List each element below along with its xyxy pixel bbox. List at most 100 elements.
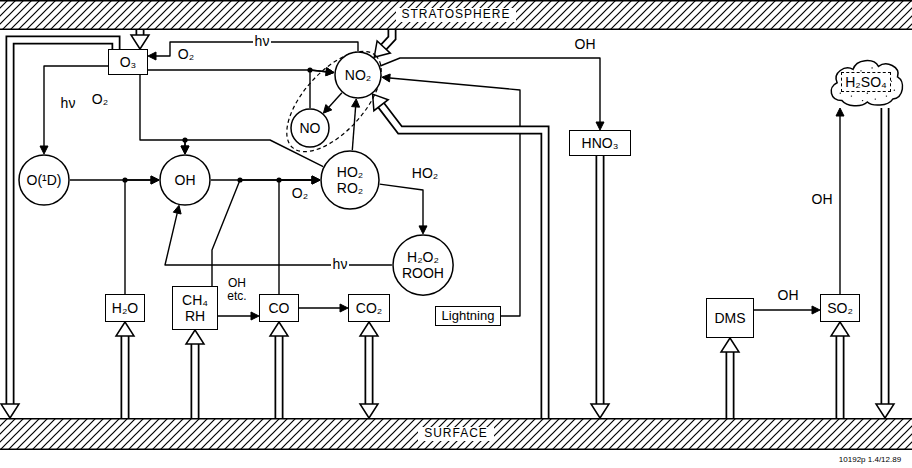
- species-circle: NO: [290, 108, 330, 148]
- arrow-outline: [365, 336, 374, 404]
- reaction-arrow: [836, 108, 844, 294]
- arrow-outline: [275, 336, 284, 418]
- flux-arrow: [591, 156, 609, 418]
- species-box: H₂O: [105, 294, 145, 322]
- arrow-outline: [596, 156, 605, 404]
- arrow-outline: [726, 352, 735, 418]
- reactant-label: O₂: [176, 47, 196, 62]
- reactant-label: O₂: [90, 92, 110, 107]
- species-box: CO: [259, 294, 299, 322]
- arrow-head: [181, 146, 189, 154]
- arrow-head: [876, 404, 894, 418]
- arrow-line: [212, 180, 312, 286]
- arrow-head: [148, 52, 156, 60]
- species-name: Lightning: [442, 309, 495, 324]
- arrow-line: [352, 107, 355, 150]
- arrow-head: [419, 226, 427, 234]
- flux-arrow: [374, 30, 392, 57]
- nox-group-outline: [270, 35, 398, 167]
- arrow-head: [326, 68, 334, 76]
- reaction-arrow: [125, 176, 159, 294]
- arrow-line: [140, 75, 185, 146]
- species-name: SO₂: [827, 300, 853, 316]
- species-box: Lightning: [435, 306, 501, 327]
- arrow-outline: [191, 344, 200, 418]
- arrow-head: [151, 176, 159, 184]
- species-circle: H₂O₂ ROOH: [392, 234, 454, 296]
- arrow-head: [270, 322, 288, 336]
- flux-arrow: [1, 40, 116, 418]
- species-name: O₃: [120, 54, 137, 70]
- arrow-core: [122, 336, 128, 418]
- arrow-line: [380, 58, 600, 122]
- reaction-label: O₂: [290, 186, 310, 201]
- flux-arrow: [116, 322, 134, 418]
- arrow-line: [148, 70, 326, 72]
- reaction-label: OH: [810, 192, 835, 207]
- reaction-label: hν: [331, 257, 350, 272]
- arrow-line: [279, 180, 312, 294]
- arrow-core: [727, 352, 733, 418]
- arrow-outline: [10, 40, 116, 404]
- arrow-core: [837, 336, 843, 418]
- arrow-line: [165, 213, 392, 265]
- arrow-core: [381, 105, 545, 418]
- arrow-line: [380, 184, 423, 226]
- arrow-head: [831, 322, 849, 336]
- band-name: SURFACE: [418, 427, 494, 441]
- arrow-head: [382, 74, 390, 82]
- arrow-outline: [881, 108, 890, 404]
- flux-arrow: [360, 322, 378, 418]
- arrow-head: [116, 322, 134, 336]
- flux-arrow: [721, 338, 739, 418]
- arrow-line: [310, 70, 326, 108]
- arrow-head: [812, 306, 820, 314]
- species-name: H₂O₂ ROOH: [400, 249, 446, 281]
- arrow-line: [390, 78, 520, 316]
- arrow-outline: [384, 30, 392, 47]
- species-name: NO₂: [345, 67, 371, 83]
- arrow-line: [329, 93, 342, 107]
- flux-arrow: [831, 322, 849, 418]
- figure-code: 10192p 1.4/12.89: [837, 456, 903, 465]
- reaction-label: hν: [59, 96, 78, 111]
- species-name: CO: [269, 300, 290, 316]
- reaction-arrow: [754, 306, 820, 314]
- arrow-outline: [836, 336, 845, 418]
- species-box: CO₂: [348, 294, 390, 322]
- arrow-head: [596, 122, 604, 130]
- arrow-line: [218, 315, 251, 316]
- reaction-label: OH: [573, 37, 598, 52]
- flux-arrow: [131, 30, 149, 49]
- flux-arrow: [876, 108, 894, 418]
- species-box: O₃: [108, 49, 148, 75]
- atmosphere-band: SURFACE: [0, 418, 912, 450]
- reaction-arrow: [382, 74, 520, 316]
- reaction-arrow: [323, 93, 342, 113]
- reaction-arrow: [140, 75, 189, 154]
- species-circle: OH: [159, 154, 211, 206]
- arrow-core: [384, 30, 392, 47]
- species-box: SO₂: [820, 294, 860, 322]
- species-name: HNO₃: [582, 135, 619, 151]
- species-name: HO₂ RO₂: [330, 164, 370, 196]
- reaction-arrow: [299, 304, 348, 312]
- species-circle: O(¹D): [18, 154, 70, 206]
- species-box: CH₄ RH: [172, 286, 218, 330]
- reaction-arrow: [380, 58, 604, 130]
- reaction-label: OH etc.: [220, 277, 254, 303]
- reaction-label: HO₂: [410, 166, 440, 181]
- arrow-line: [839, 116, 840, 294]
- species-name: O(¹D): [27, 172, 62, 188]
- arrow-head: [251, 312, 259, 320]
- arrow-head: [40, 146, 48, 154]
- reaction-arrow: [218, 312, 259, 320]
- arrow-head: [173, 205, 181, 214]
- arrow-head: [131, 35, 149, 49]
- junction-dots: [122, 67, 312, 182]
- arrow-head: [151, 176, 159, 184]
- arrow-head: [340, 304, 348, 312]
- arrow-head: [360, 322, 378, 336]
- reaction-arrow: [40, 66, 108, 154]
- arrow-core: [10, 40, 116, 404]
